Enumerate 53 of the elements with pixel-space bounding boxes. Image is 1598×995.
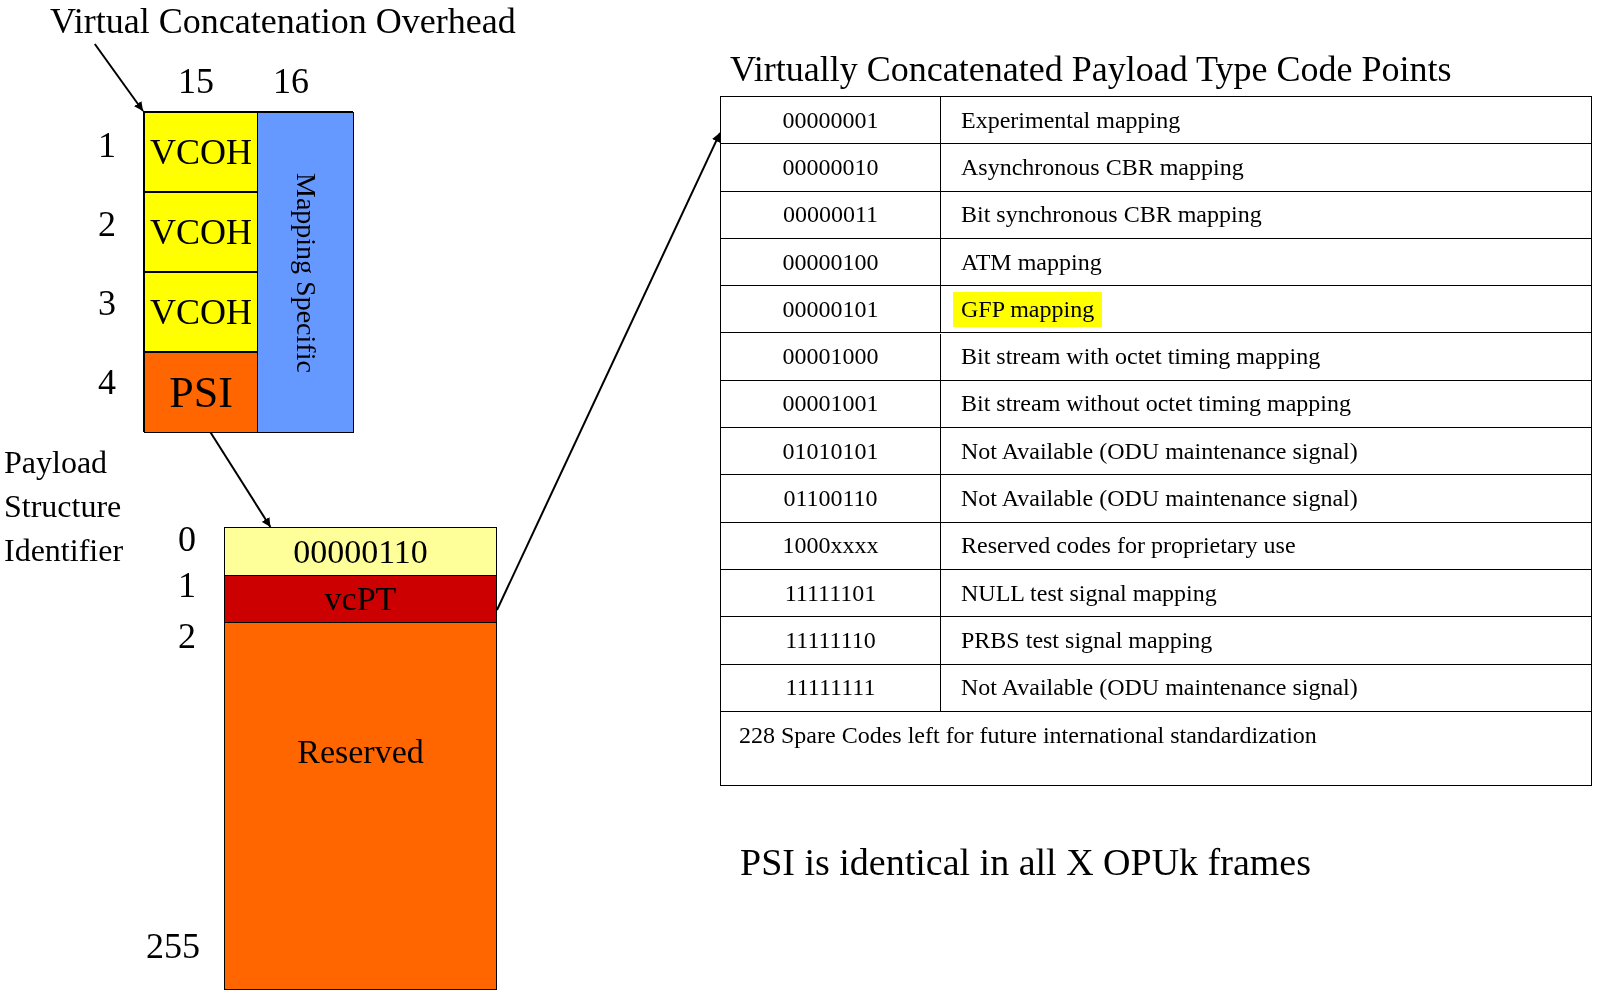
note-text: PSI is identical in all X OPUk frames xyxy=(740,840,1311,884)
arrow xyxy=(209,431,272,528)
table-cell: NULL test signal mapping xyxy=(941,570,1591,618)
table-cell: 00000001 xyxy=(721,97,941,145)
table-cell: PRBS test signal mapping xyxy=(941,617,1591,665)
table-cell: Not Available (ODU maintenance signal) xyxy=(941,428,1591,476)
table-cell: 01100110 xyxy=(721,475,941,523)
vcoh-cell: VCOH xyxy=(144,272,258,352)
table-cell-text: 228 Spare Codes left for future international standardization xyxy=(738,720,1318,750)
table-cell: Not Available (ODU maintenance signal) xyxy=(941,475,1591,523)
table-heading: Virtually Concatenated Payload Type Code Points xyxy=(730,48,1452,90)
column-number: 15 xyxy=(178,60,214,102)
table-cell: 11111101 xyxy=(721,570,941,618)
table-cell: Bit stream without octet timing mapping xyxy=(941,380,1591,429)
row-number: 4 xyxy=(98,361,116,403)
table-cell: 00000011 xyxy=(721,191,941,239)
reserved-area: Reserved xyxy=(224,622,497,990)
arrow xyxy=(496,131,721,612)
row-number: 2 xyxy=(98,203,116,245)
row-number: 2 xyxy=(178,615,196,657)
column-number: 16 xyxy=(273,60,309,102)
table-cell: ATM mapping xyxy=(941,238,1591,287)
table-cell: Asynchronous CBR mapping xyxy=(941,144,1591,192)
table-cell: 00000010 xyxy=(721,144,941,192)
overhead-block xyxy=(143,111,353,432)
psi-byte-cell: 00000110 xyxy=(224,527,497,576)
row-number: 255 xyxy=(146,925,200,967)
row-number: 3 xyxy=(98,282,116,324)
vcoh-cell: VCOH xyxy=(144,112,258,192)
table-cell: 11111111 xyxy=(721,664,941,712)
row-number: 1 xyxy=(98,124,116,166)
row-number: 1 xyxy=(178,564,196,606)
table-cell: Reserved codes for proprietary use xyxy=(941,522,1591,570)
table-cell: 00001001 xyxy=(721,380,941,429)
title-text: Virtual Concatenation Overhead xyxy=(50,0,610,44)
side-caption: Payload Structure Identifier xyxy=(4,443,125,570)
psi-cell: PSI xyxy=(144,352,258,433)
table-cell: GFP mapping xyxy=(941,286,1591,334)
table-cell: 00001000 xyxy=(721,333,941,381)
vcpt-cell: vcPT xyxy=(224,575,497,623)
table-cell: Bit synchronous CBR mapping xyxy=(941,191,1591,239)
table-cell: Experimental mapping xyxy=(941,97,1591,145)
row-number: 0 xyxy=(178,518,196,560)
table-cell: 00000101 xyxy=(721,286,941,334)
table-cell: 00000100 xyxy=(721,238,941,287)
table-cell: 01010101 xyxy=(721,428,941,476)
mapping-specific-column: Mapping Specific xyxy=(257,112,354,433)
table-cell: Not Available (ODU maintenance signal) xyxy=(941,664,1591,712)
table-cell: Bit stream with octet timing mapping xyxy=(941,333,1591,381)
table-cell: 11111110 xyxy=(721,617,941,665)
arrow xyxy=(93,43,144,112)
vcoh-cell: VCOH xyxy=(144,192,258,272)
table-cell: 1000xxxx xyxy=(721,522,941,570)
